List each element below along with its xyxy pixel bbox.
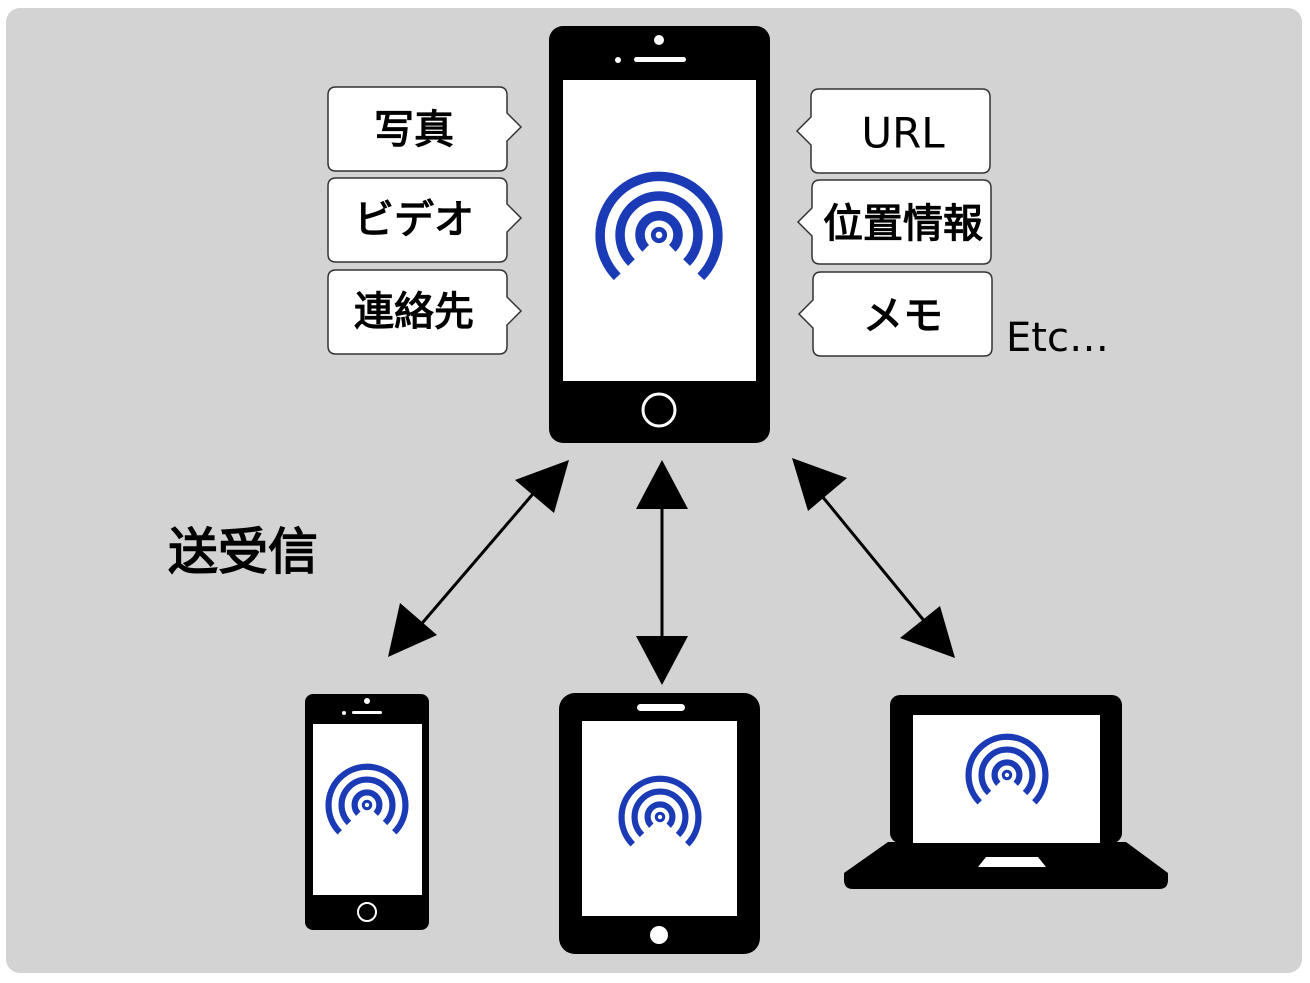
left-bubble-group: 写真 ビデオ 連絡先 (327, 86, 523, 355)
label-etc: Etc… (1006, 315, 1109, 361)
bubble-memo (797, 271, 993, 357)
tablet-home-button (650, 926, 668, 944)
label-contacts: 連絡先 (354, 289, 474, 335)
device-tablet (559, 693, 760, 954)
arrow-to-tablet (636, 460, 688, 685)
main-phone-home-button (641, 392, 677, 428)
bubble-video (327, 177, 523, 263)
right-bubble-group: URL 位置情報 メモ (795, 88, 993, 357)
label-memo: メモ (863, 293, 943, 339)
main-phone (549, 26, 770, 443)
arrow-to-smartphone (388, 460, 569, 657)
device-smartphone (305, 694, 429, 930)
bubble-contacts (327, 269, 523, 355)
label-video: ビデオ (354, 197, 474, 243)
label-location: 位置情報 (823, 201, 983, 247)
bubble-location (796, 179, 992, 265)
label-photos: 写真 (374, 107, 454, 153)
label-url: URL (861, 109, 945, 158)
bubble-photos (327, 86, 523, 172)
label-send-receive: 送受信 (168, 523, 318, 581)
bubble-url (795, 88, 991, 174)
device-laptop (844, 695, 1168, 889)
smartphone-home-button (357, 902, 377, 922)
arrow-to-laptop (792, 458, 955, 658)
